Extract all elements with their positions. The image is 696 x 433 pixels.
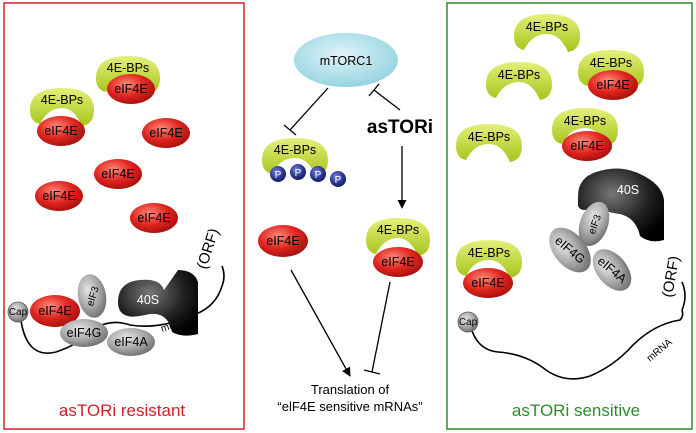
astori-label: asTORi <box>367 117 433 138</box>
svg-text:P: P <box>315 170 322 181</box>
svg-text:P: P <box>295 168 302 179</box>
s40-label: 40S <box>137 293 159 307</box>
svg-text:eIF4E: eIF4E <box>596 78 629 92</box>
eif3-left: eIF3 <box>77 274 107 318</box>
eif4e-cap-bound-left: eIF4E <box>30 295 80 327</box>
phosphate-groups: P P P P <box>270 164 346 187</box>
eif4e-to-translation-arrow <box>290 269 351 377</box>
bp-to-translation-inhibition <box>371 281 391 373</box>
eif4g-left: eIF4G <box>60 319 108 347</box>
svg-text:eIF4E: eIF4E <box>149 126 182 140</box>
orf-label: (ORF) <box>659 255 683 299</box>
bp-eif4e-complex-right-3: 4E-BPs eIF4E <box>456 240 522 298</box>
mrna-strand-right <box>469 309 684 380</box>
free-eif4e-center: eIF4E <box>258 225 308 257</box>
orf-curve-right <box>681 281 686 311</box>
bp-label: 4E-BPs <box>107 61 149 75</box>
svg-text:4E-BPs: 4E-BPs <box>468 246 510 260</box>
svg-text:4E-BPs: 4E-BPs <box>526 20 568 34</box>
eif3-right: eIF3 <box>578 201 610 247</box>
svg-text:eIF4E: eIF4E <box>570 139 603 153</box>
orf-curve-left <box>221 265 225 287</box>
sensitive-panel-frame <box>446 2 693 430</box>
bp-eif4e-complex-right-1: 4E-BPs eIF4E <box>578 50 644 100</box>
eif4a-left: eIF4A <box>107 328 155 356</box>
free-bp-right-1: 4E-BPs <box>514 14 580 52</box>
mtorc1-complex: mTORC1 <box>294 33 398 87</box>
orf-label: (ORF) <box>194 226 223 271</box>
bp-eif4e-complex-right-2: 4E-BPs eIF4E <box>552 108 618 161</box>
bp-eif4e-complex-left-mid: 4E-BPs eIF4E <box>30 88 94 146</box>
ribosome-40s-left <box>118 270 198 336</box>
free-bp-right-2: 4E-BPs <box>486 62 552 100</box>
svg-text:Cap: Cap <box>459 317 478 328</box>
mtorc1-to-bp-inhibition <box>289 87 329 131</box>
astori-to-mtorc1-inhibition <box>373 89 401 111</box>
s40-label: 40S <box>617 183 639 197</box>
ribosome-40s-right <box>578 168 664 242</box>
bp-label: 4E-BPs <box>41 93 83 107</box>
svg-text:P: P <box>335 175 342 186</box>
svg-text:4E-BPs: 4E-BPs <box>590 56 632 70</box>
free-eif4e-left-2: eIF4E <box>94 159 142 189</box>
sensitive-panel-title: asTORi sensitive <box>512 401 640 420</box>
free-eif4e-left-4: eIF4E <box>130 203 178 233</box>
free-bp-right-3: 4E-BPs <box>456 124 522 162</box>
svg-text:eIF4E: eIF4E <box>266 234 299 248</box>
eif4e-label: eIF4E <box>114 82 147 96</box>
bp-eif4e-complex-center: 4E-BPs eIF4E <box>366 218 430 277</box>
svg-text:4E-BPs: 4E-BPs <box>468 130 510 144</box>
bp-eif4e-complex-left-top: 4E-BPs eIF4E <box>96 56 160 104</box>
svg-text:Cap: Cap <box>9 307 28 318</box>
svg-text:4E-BPs: 4E-BPs <box>274 143 316 157</box>
svg-text:eIF4E: eIF4E <box>471 276 504 290</box>
svg-text:eIF4G: eIF4G <box>67 326 102 340</box>
cap-left: Cap <box>7 301 29 323</box>
svg-text:eIF4E: eIF4E <box>101 167 134 181</box>
phospho-bp-complex: 4E-BPs P P P P <box>262 138 346 187</box>
mrna-label: mRNA <box>645 337 675 365</box>
svg-text:eIF4E: eIF4E <box>137 211 170 225</box>
resistant-panel-frame <box>3 2 245 430</box>
svg-text:eIF4A: eIF4A <box>114 335 148 349</box>
free-eif4e-left-1: eIF4E <box>142 118 190 148</box>
translation-output-line1: Translation of <box>311 382 390 397</box>
svg-text:4E-BPs: 4E-BPs <box>498 68 540 82</box>
svg-text:4E-BPs: 4E-BPs <box>377 223 419 237</box>
svg-text:4E-BPs: 4E-BPs <box>564 114 606 128</box>
svg-text:eIF4E: eIF4E <box>42 189 75 203</box>
svg-text:mTORC1: mTORC1 <box>320 54 373 68</box>
eif4e-label: eIF4E <box>44 124 77 138</box>
resistant-panel-title: asTORi resistant <box>59 401 186 420</box>
translation-output-line2: “elF4E sensitive mRNAs” <box>277 399 422 414</box>
svg-text:eIF4E: eIF4E <box>381 255 414 269</box>
free-eif4e-left-3: eIF4E <box>35 181 83 211</box>
eif4a-right: eIF4A <box>592 249 632 291</box>
svg-text:eIF4E: eIF4E <box>38 304 71 318</box>
svg-text:P: P <box>275 170 282 181</box>
cap-right: Cap <box>457 311 479 333</box>
